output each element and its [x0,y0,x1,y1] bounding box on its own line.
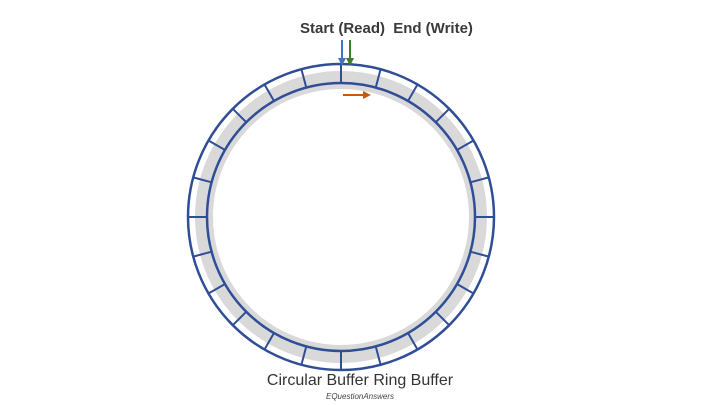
pointer-labels: Start (Read) End (Write) [300,20,473,37]
segment-divider [300,346,308,366]
segment-divider [435,108,450,123]
segment-divider [470,176,490,184]
segment-divider [300,68,308,88]
segment-dividers [188,64,494,370]
segment-divider [407,332,419,350]
end-write-label: End (Write) [393,20,473,37]
segment-divider [456,283,474,295]
watermark-text: EQuestionAnswers [325,392,395,401]
segment-divider [192,176,212,184]
segment-divider [208,283,226,295]
start-read-label: Start (Read) [300,20,386,37]
start-read-arrow [338,40,346,66]
segment-divider [470,250,490,258]
segment-divider [192,250,212,258]
segment-divider [456,139,474,151]
segment-divider [374,346,382,366]
segment-divider [232,311,247,326]
segment-divider [263,84,275,102]
segment-divider [263,332,275,350]
segment-divider [435,311,450,326]
segment-divider [374,68,382,88]
end-write-arrow [346,40,354,66]
segment-divider [232,108,247,123]
segment-divider [407,84,419,102]
segment-divider [208,139,226,151]
direction-arrow [343,91,371,99]
diagram-caption: Circular Buffer Ring Buffer [266,372,454,389]
